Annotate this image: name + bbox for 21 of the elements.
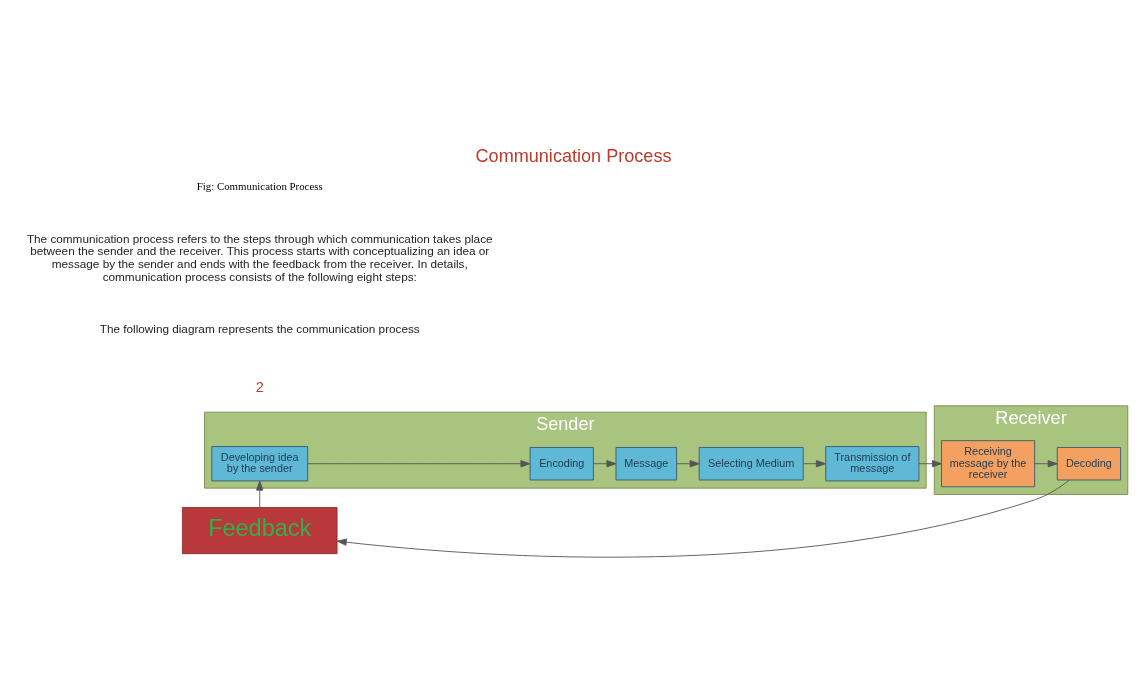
label: The communication process refers to the steps through which communication takes place between the sender and the receiver. This process starts with conceptualizing an idea or message by the sender and ends with the feedback from the receiver. In details, communication process consists of the following eight steps: (26, 231, 493, 283)
arrow (336, 479, 1070, 558)
arrow (802, 459, 826, 467)
label: The following diagram represents the communication process (99, 321, 420, 335)
node-box: Message (615, 446, 678, 480)
node-box: Feedback (181, 506, 338, 554)
node-box: Developing idea by the sender (211, 445, 309, 481)
node-box: Selecting Medium (698, 446, 804, 480)
arrow (307, 459, 531, 467)
arrow (593, 459, 617, 467)
caption: Fig: Communication Process (196, 179, 323, 192)
arrow (676, 459, 700, 467)
arrow (918, 459, 942, 467)
node-box: Receiving message by the receiver (941, 439, 1036, 487)
node-box: Decoding (1056, 446, 1121, 480)
arrow (1034, 459, 1058, 467)
diagram-title: Communication Process (475, 145, 672, 166)
node-box: Encoding (529, 446, 594, 480)
label: 2 (255, 378, 264, 395)
node-box: Transmission of message (825, 445, 920, 481)
arrow (256, 480, 264, 508)
